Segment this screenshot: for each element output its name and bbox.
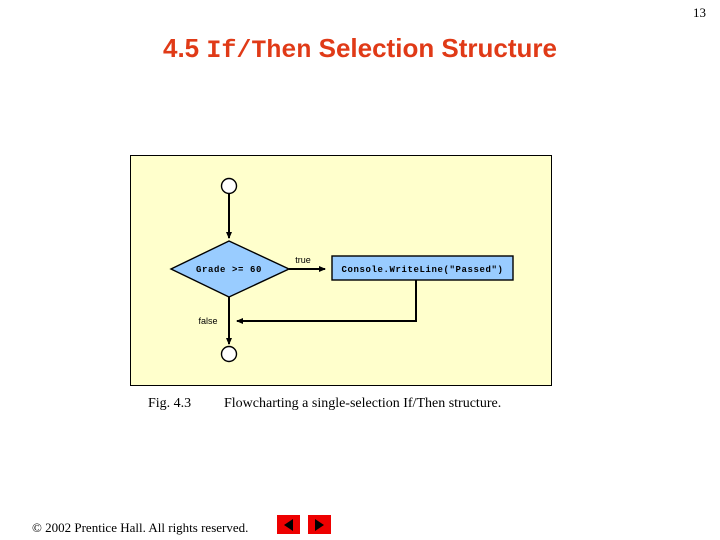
edge-label-true: true: [295, 255, 311, 265]
next-slide-button[interactable]: [308, 515, 331, 534]
previous-slide-button[interactable]: [277, 515, 300, 534]
page-title-prefix: 4.5: [162, 33, 207, 63]
page-title-suffix: Selection Structure: [311, 33, 558, 63]
page-number: 13: [693, 5, 706, 20]
process-node: [331, 255, 514, 281]
page-title: 4.5 If/Then Selection Structure: [0, 33, 720, 65]
edge-label-false: false: [198, 316, 217, 326]
end-connector-node: [220, 345, 238, 363]
figure-caption: Fig. 4.3 Flowcharting a single-selection …: [148, 396, 568, 412]
decision-node-label: Grade >= 60: [196, 265, 262, 275]
start-connector-node: [220, 177, 238, 195]
process-node-label: Console.WriteLine("Passed"): [341, 265, 503, 275]
edge-process-to-merge: [236, 280, 417, 324]
flowchart-panel: Grade >= 60 true Console.WriteLine("Pass…: [130, 155, 552, 386]
page-title-keyword: If/Then: [206, 36, 312, 65]
triangle-right-icon: [315, 518, 324, 531]
triangle-left-icon: [284, 518, 293, 531]
figure-number: Fig. 4.3: [148, 396, 192, 411]
flowchart-diagram: Grade >= 60 true Console.WriteLine("Pass…: [169, 177, 514, 363]
figure-caption-text: Flowcharting a single-selection If/Then …: [224, 396, 502, 411]
copyright-notice: © 2002 Prentice Hall. All rights reserve…: [32, 520, 249, 535]
navigation-buttons: [277, 515, 331, 534]
